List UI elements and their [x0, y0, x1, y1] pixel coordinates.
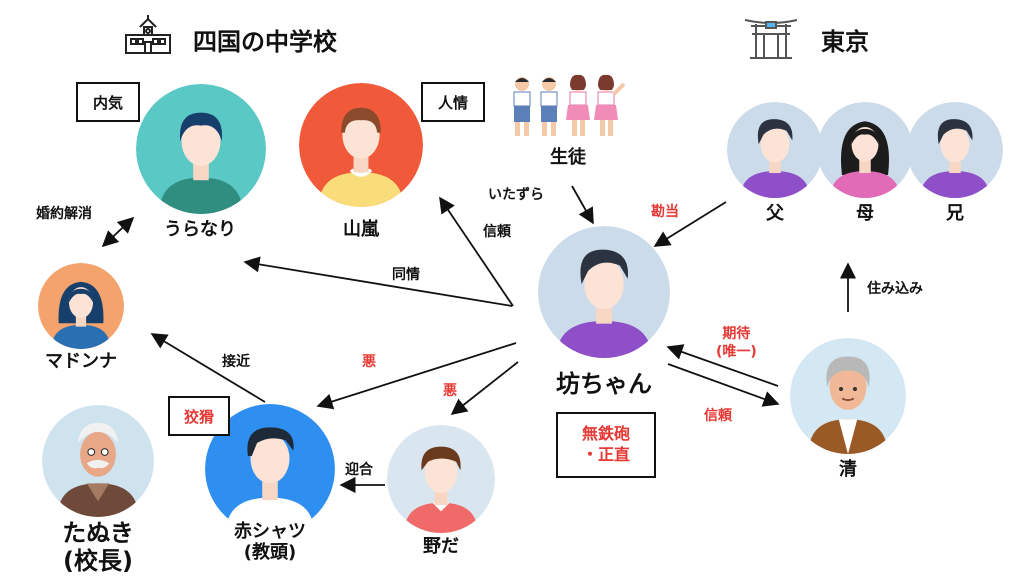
botchan-trait-line1: 無鉄砲 [581, 424, 630, 444]
shrine-gate-icon [742, 12, 800, 60]
tanuki-name-line1: たぬき [62, 519, 134, 547]
noda-name: 野だ [423, 536, 459, 557]
madonna-avatar [38, 263, 124, 349]
uranari-trait-tag: 内気 [76, 82, 140, 122]
noda-avatar [387, 425, 495, 533]
edge-kiyo-botchan [666, 344, 779, 387]
botchan-avatar [538, 226, 670, 358]
relation-doujou: 同情 [392, 267, 420, 283]
relation-konyaku-kaishou: 婚約解消 [36, 206, 92, 222]
relation-shinrai-kiyo: 信頼 [704, 408, 732, 424]
edge-akashatsu-madonna [150, 333, 266, 403]
relation-aku-akashatsu: 悪 [362, 354, 376, 370]
akashatsu-trait-tag: 狡猾 [168, 396, 230, 436]
tokyo-title: 東京 [821, 28, 869, 56]
father-name: 父 [766, 203, 784, 224]
students-label: 生徒 [550, 147, 586, 168]
edge-botchan-kiyo [667, 363, 780, 407]
students-group-icon [506, 72, 630, 140]
tanuki-name: たぬき (校長) [48, 519, 148, 575]
relation-shinrai-yamaarashi: 信頼 [483, 224, 511, 240]
edge-botchan-yamaarashi [439, 196, 514, 307]
edge-botchan-akashatsu [316, 342, 517, 410]
uranari-name: うらなり [164, 219, 236, 240]
relation-sekkin: 接近 [222, 354, 250, 370]
madonna-name: マドンナ [45, 351, 117, 372]
school-title: 四国の中学校 [193, 28, 337, 56]
edge-students-botchan [571, 185, 594, 225]
relation-kitai: 期待 (唯一) [716, 326, 757, 361]
yamaarashi-trait-tag: 人情 [421, 82, 485, 122]
yamaarashi-name: 山嵐 [343, 219, 379, 240]
akashatsu-name-line1: 赤シャツ [234, 521, 306, 542]
mother-name: 母 [856, 203, 874, 224]
akashatsu-trait-text: 狡猾 [183, 407, 214, 426]
father-avatar [727, 102, 823, 198]
relation-aku-noda: 悪 [443, 383, 457, 399]
kiyo-name: 清 [839, 459, 857, 480]
botchan-name: 坊ちゃん [556, 370, 652, 398]
tanuki-avatar [42, 405, 154, 517]
brother-name: 兄 [946, 203, 964, 224]
akashatsu-avatar [205, 404, 335, 534]
akashatsu-name: 赤シャツ (教頭) [200, 521, 340, 563]
akashatsu-name-line2: (教頭) [243, 541, 297, 563]
yamaarashi-avatar [299, 83, 423, 207]
school-building-icon [122, 13, 174, 55]
relation-kitai-line1: 期待 [722, 326, 751, 342]
tanuki-name-line2: (校長) [63, 546, 133, 575]
uranari-avatar [136, 84, 266, 214]
relation-geigou: 迎合 [345, 462, 373, 478]
edge-botchan-noda [450, 361, 519, 416]
edge-family-botchan [653, 201, 727, 247]
brother-avatar [907, 102, 1003, 198]
relation-kandou: 勘当 [651, 204, 679, 220]
relation-kitai-line2: (唯一) [716, 343, 757, 360]
botchan-trait-line2: ・正直 [581, 445, 630, 464]
relation-sumikomi: 住み込み [867, 281, 923, 297]
relation-itazura: いたずら [488, 187, 544, 203]
botchan-trait-tag: 無鉄砲 ・正直 [556, 412, 656, 478]
mother-avatar [817, 102, 913, 198]
edge-uranari-madonna [101, 216, 135, 248]
edge-botchan-uranari [243, 256, 513, 307]
kiyo-avatar [790, 338, 906, 454]
